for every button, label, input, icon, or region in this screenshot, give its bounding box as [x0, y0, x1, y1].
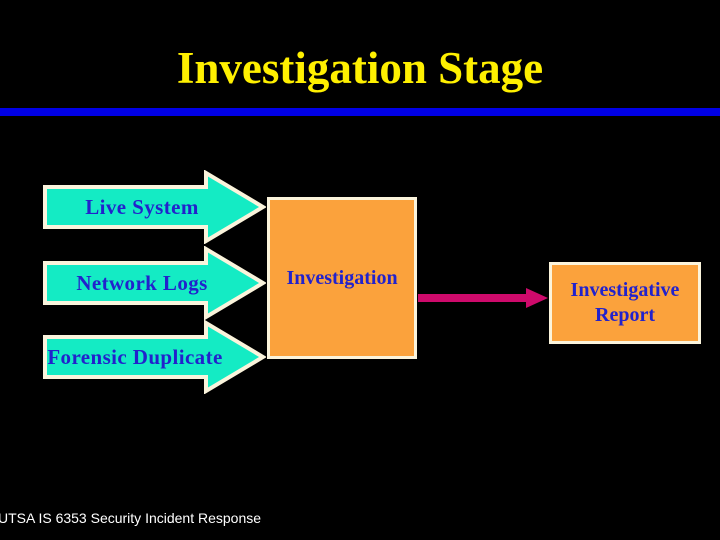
- process-box-investigation[interactable]: Investigation: [267, 197, 417, 359]
- output-box-investigative-report[interactable]: Investigative Report: [549, 262, 701, 344]
- right-arrow-icon: [43, 246, 266, 320]
- input-arrow-label: Network Logs: [76, 270, 208, 295]
- input-arrow-label: Live System: [85, 194, 199, 219]
- output-box-label-line1: Investigative: [570, 279, 680, 301]
- right-arrow-icon: [43, 170, 266, 244]
- input-arrow-network-logs[interactable]: Network Logs: [42, 246, 266, 320]
- title-divider: [0, 108, 720, 116]
- input-arrow-live-system[interactable]: Live System: [42, 170, 266, 244]
- footer-text: UTSA IS 6353 Security Incident Response: [0, 510, 262, 526]
- process-box-label: Investigation: [286, 266, 398, 289]
- output-box-label-line2: Report: [595, 304, 655, 326]
- input-arrow-forensic-duplicate[interactable]: Forensic Duplicate: [42, 320, 266, 394]
- connector-arrow-icon: [418, 288, 548, 308]
- page-title: Investigation Stage: [176, 43, 544, 93]
- right-arrow-icon: [43, 320, 266, 394]
- input-arrow-label: Forensic Duplicate: [47, 344, 223, 369]
